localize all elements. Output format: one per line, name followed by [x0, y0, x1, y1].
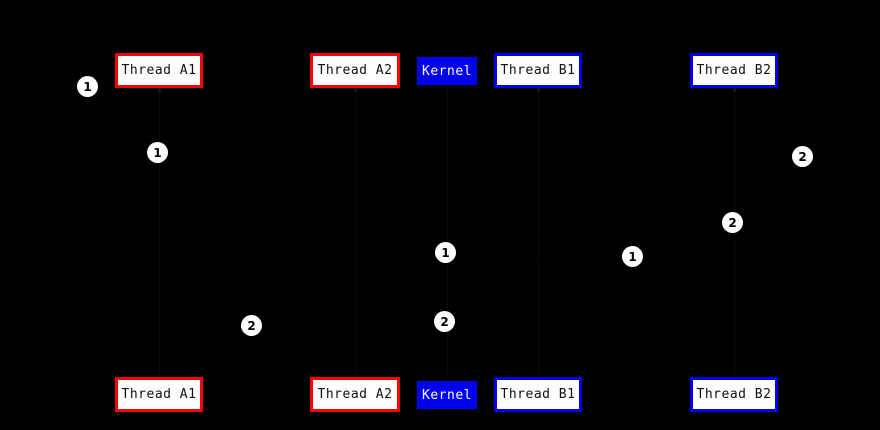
- sequence-badge: 2: [241, 315, 262, 336]
- participant-thread-b2-bottom[interactable]: Thread B2: [690, 377, 778, 412]
- message-arrow-3: [734, 167, 804, 168]
- participant-label: Thread B1: [500, 387, 576, 402]
- participant-thread-a1-bottom[interactable]: Thread A1: [115, 377, 203, 412]
- lifeline-thread-a1: [159, 88, 160, 377]
- lifeline-thread-a2: [355, 88, 356, 377]
- sequence-badge-number: 1: [83, 79, 92, 94]
- message-arrow-5: [447, 263, 538, 264]
- message-arrow-8: [355, 332, 447, 333]
- sequence-badge-number: 2: [798, 149, 807, 164]
- sequence-badge-number: 2: [728, 215, 737, 230]
- sequence-badge: 1: [622, 246, 643, 267]
- sequence-badge-number: 2: [247, 318, 256, 333]
- participant-thread-b1-top[interactable]: Thread B1: [494, 53, 582, 88]
- sequence-badge: 2: [434, 311, 455, 332]
- participant-kernel-top[interactable]: Kernel: [417, 57, 477, 85]
- sequence-badge: 1: [147, 142, 168, 163]
- message-arrow-6: [355, 267, 447, 268]
- sequence-badge-number: 1: [628, 249, 637, 264]
- sequence-badge: 1: [77, 76, 98, 97]
- participant-label: Kernel: [422, 387, 472, 403]
- sequence-badge-number: 2: [440, 314, 449, 329]
- participant-label: Thread A1: [121, 387, 197, 402]
- participant-label: Kernel: [422, 63, 472, 79]
- lifeline-stub-thread-b1: [537, 88, 540, 92]
- lifeline-thread-b1: [538, 88, 539, 377]
- participant-thread-a2-top[interactable]: Thread A2: [310, 53, 400, 88]
- participant-label: Thread B1: [500, 63, 576, 78]
- participant-label: Thread B2: [696, 387, 772, 402]
- lifeline-stub-thread-a1: [158, 88, 161, 92]
- participant-label: Thread A1: [121, 63, 197, 78]
- sequence-badge-number: 1: [153, 145, 162, 160]
- participant-kernel-bottom[interactable]: Kernel: [417, 381, 477, 409]
- participant-thread-a1-top[interactable]: Thread A1: [115, 53, 203, 88]
- lifeline-kernel: [447, 85, 448, 377]
- participant-label: Thread A2: [317, 63, 393, 78]
- sequence-badge: 1: [435, 242, 456, 263]
- message-arrow-4: [538, 233, 734, 234]
- sequence-badge-number: 1: [441, 245, 450, 260]
- lifeline-stub-thread-a2: [354, 88, 357, 92]
- sequence-badge: 2: [722, 212, 743, 233]
- sequence-badge: 2: [792, 146, 813, 167]
- message-arrow-1: [100, 97, 160, 98]
- message-arrow-7: [159, 336, 355, 337]
- participant-label: Thread B2: [696, 63, 772, 78]
- participant-thread-b1-bottom[interactable]: Thread B1: [494, 377, 582, 412]
- participant-thread-a2-bottom[interactable]: Thread A2: [310, 377, 400, 412]
- participant-thread-b2-top[interactable]: Thread B2: [690, 53, 778, 88]
- message-arrow-2: [159, 163, 355, 164]
- lifeline-stub-thread-b2: [733, 88, 736, 92]
- participant-label: Thread A2: [317, 387, 393, 402]
